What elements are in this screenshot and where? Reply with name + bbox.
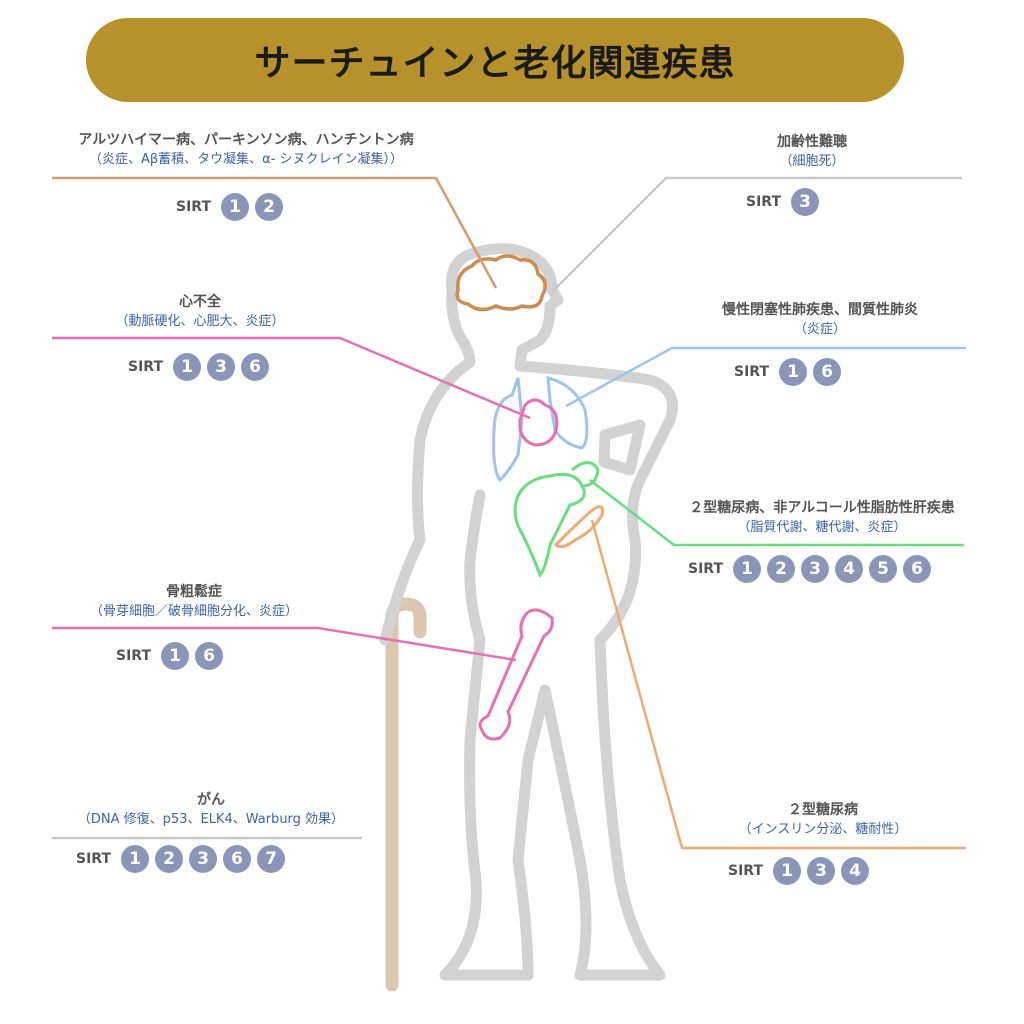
page-title: サーチュインと老化関連疾患 xyxy=(254,43,736,84)
sirt-badge: 6 xyxy=(903,555,931,583)
sirt-list-cancer: SIRT 1 2 3 6 7 xyxy=(76,845,291,873)
sirt-badge: 2 xyxy=(255,193,283,221)
femur-bone xyxy=(478,608,554,741)
sirt-badge: 2 xyxy=(155,845,183,873)
disease-title: ２型糖尿病、非アルコール性脂肪性肝疾患 xyxy=(689,500,955,516)
pancreas-organ xyxy=(553,505,604,549)
disease-title: アルツハイマー病、パーキンソン病、ハンチントン病 xyxy=(78,132,414,148)
leader-line-lung xyxy=(565,346,966,408)
sirt-badge: 1 xyxy=(779,358,807,386)
sirt-label: SIRT xyxy=(734,364,769,380)
sirt-list-neuro: SIRT 1 2 xyxy=(176,193,289,221)
disease-detail: （脂質代謝、糖代謝、炎症） xyxy=(737,520,907,535)
sirt-list-liver: SIRT 1 2 3 4 5 6 xyxy=(688,555,937,583)
lungs-organ xyxy=(492,376,589,483)
sirt-list-lung: SIRT 1 6 xyxy=(734,358,847,386)
disease-liver: ２型糖尿病、非アルコール性脂肪性肝疾患 （脂質代謝、糖代謝、炎症） xyxy=(672,498,972,538)
sirt-badge: 3 xyxy=(791,188,819,216)
sirt-label: SIRT xyxy=(728,863,763,879)
sirt-badge: 6 xyxy=(241,353,269,381)
sirt-badge: 6 xyxy=(195,642,223,670)
leader-line-diabetes xyxy=(590,519,966,850)
sirt-badge: 3 xyxy=(801,555,829,583)
sirt-badge: 3 xyxy=(207,353,235,381)
disease-cancer: がん （DNA 修復、p53、ELK4、Warburg 効果） xyxy=(56,790,366,830)
disease-title: 加齢性難聴 xyxy=(777,134,847,150)
leader-line-bone xyxy=(52,626,517,662)
disease-detail: （細胞死） xyxy=(779,154,845,169)
sirt-list-diabetes: SIRT 1 3 4 xyxy=(728,857,875,885)
disease-title: 骨粗鬆症 xyxy=(166,584,222,600)
leader-line-heart xyxy=(52,336,531,420)
disease-detail: （動脈硬化、心肥大、炎症） xyxy=(115,314,285,329)
sirt-badge: 2 xyxy=(767,555,795,583)
sirt-badge: 1 xyxy=(121,845,149,873)
disease-title: ２型糖尿病 xyxy=(788,802,858,818)
sirt-list-bone: SIRT 1 6 xyxy=(116,642,229,670)
disease-lung: 慢性閉塞性肺疾患、間質性肺炎 （炎症） xyxy=(690,300,950,340)
leader-line-liver xyxy=(589,479,964,547)
sirt-badge: 1 xyxy=(773,857,801,885)
disease-title: 心不全 xyxy=(179,294,221,310)
disease-heart: 心不全 （動脈硬化、心肥大、炎症） xyxy=(100,292,300,332)
disease-detail: （炎症、Aβ蓄積、タウ凝集、α- シヌクレイン凝集）） xyxy=(88,152,404,167)
sirt-badge: 3 xyxy=(189,845,217,873)
sirt-label: SIRT xyxy=(76,851,111,867)
sirt-label: SIRT xyxy=(116,648,151,664)
disease-title: 慢性閉塞性肺疾患、間質性肺炎 xyxy=(722,302,918,318)
sirt-badge: 1 xyxy=(173,353,201,381)
sirt-badge: 1 xyxy=(733,555,761,583)
human-silhouette xyxy=(379,243,678,981)
disease-detail: （インスリン分泌、糖耐性） xyxy=(738,822,908,837)
liver-organ xyxy=(513,461,600,578)
sirt-badge: 4 xyxy=(841,857,869,885)
sirt-badge: 6 xyxy=(223,845,251,873)
sirt-badge: 6 xyxy=(813,358,841,386)
sirt-label: SIRT xyxy=(688,561,723,577)
sirt-label: SIRT xyxy=(128,359,163,375)
cane xyxy=(385,597,427,992)
brain-organ xyxy=(455,254,547,312)
leader-line-hearing xyxy=(551,176,962,293)
disease-detail: （骨芽細胞／破骨細胞分化、炎症） xyxy=(89,604,298,619)
title-banner: サーチュインと老化関連疾患 xyxy=(86,18,904,102)
sirt-list-heart: SIRT 1 3 6 xyxy=(128,353,275,381)
disease-detail: （炎症） xyxy=(793,322,846,337)
disease-bone: 骨粗鬆症 （骨芽細胞／破骨細胞分化、炎症） xyxy=(74,582,314,622)
sirt-badge: 1 xyxy=(161,642,189,670)
disease-diabetes: ２型糖尿病 （インスリン分泌、糖耐性） xyxy=(718,800,928,840)
disease-title: がん xyxy=(197,792,225,808)
sirt-list-hearing: SIRT 3 xyxy=(746,188,825,216)
sirt-badge: 5 xyxy=(869,555,897,583)
heart-organ xyxy=(518,398,559,447)
sirt-label: SIRT xyxy=(176,199,211,215)
leader-line-neuro xyxy=(52,176,498,289)
sirt-badge: 4 xyxy=(835,555,863,583)
sirt-badge: 7 xyxy=(257,845,285,873)
disease-neuro: アルツハイマー病、パーキンソン病、ハンチントン病 （炎症、Aβ蓄積、タウ凝集、α… xyxy=(56,130,436,170)
sirt-badge: 1 xyxy=(221,193,249,221)
sirt-badge: 3 xyxy=(807,857,835,885)
disease-hearing: 加齢性難聴 （細胞死） xyxy=(712,132,912,172)
sirt-label: SIRT xyxy=(746,194,781,210)
disease-detail: （DNA 修復、p53、ELK4、Warburg 効果） xyxy=(77,812,345,827)
